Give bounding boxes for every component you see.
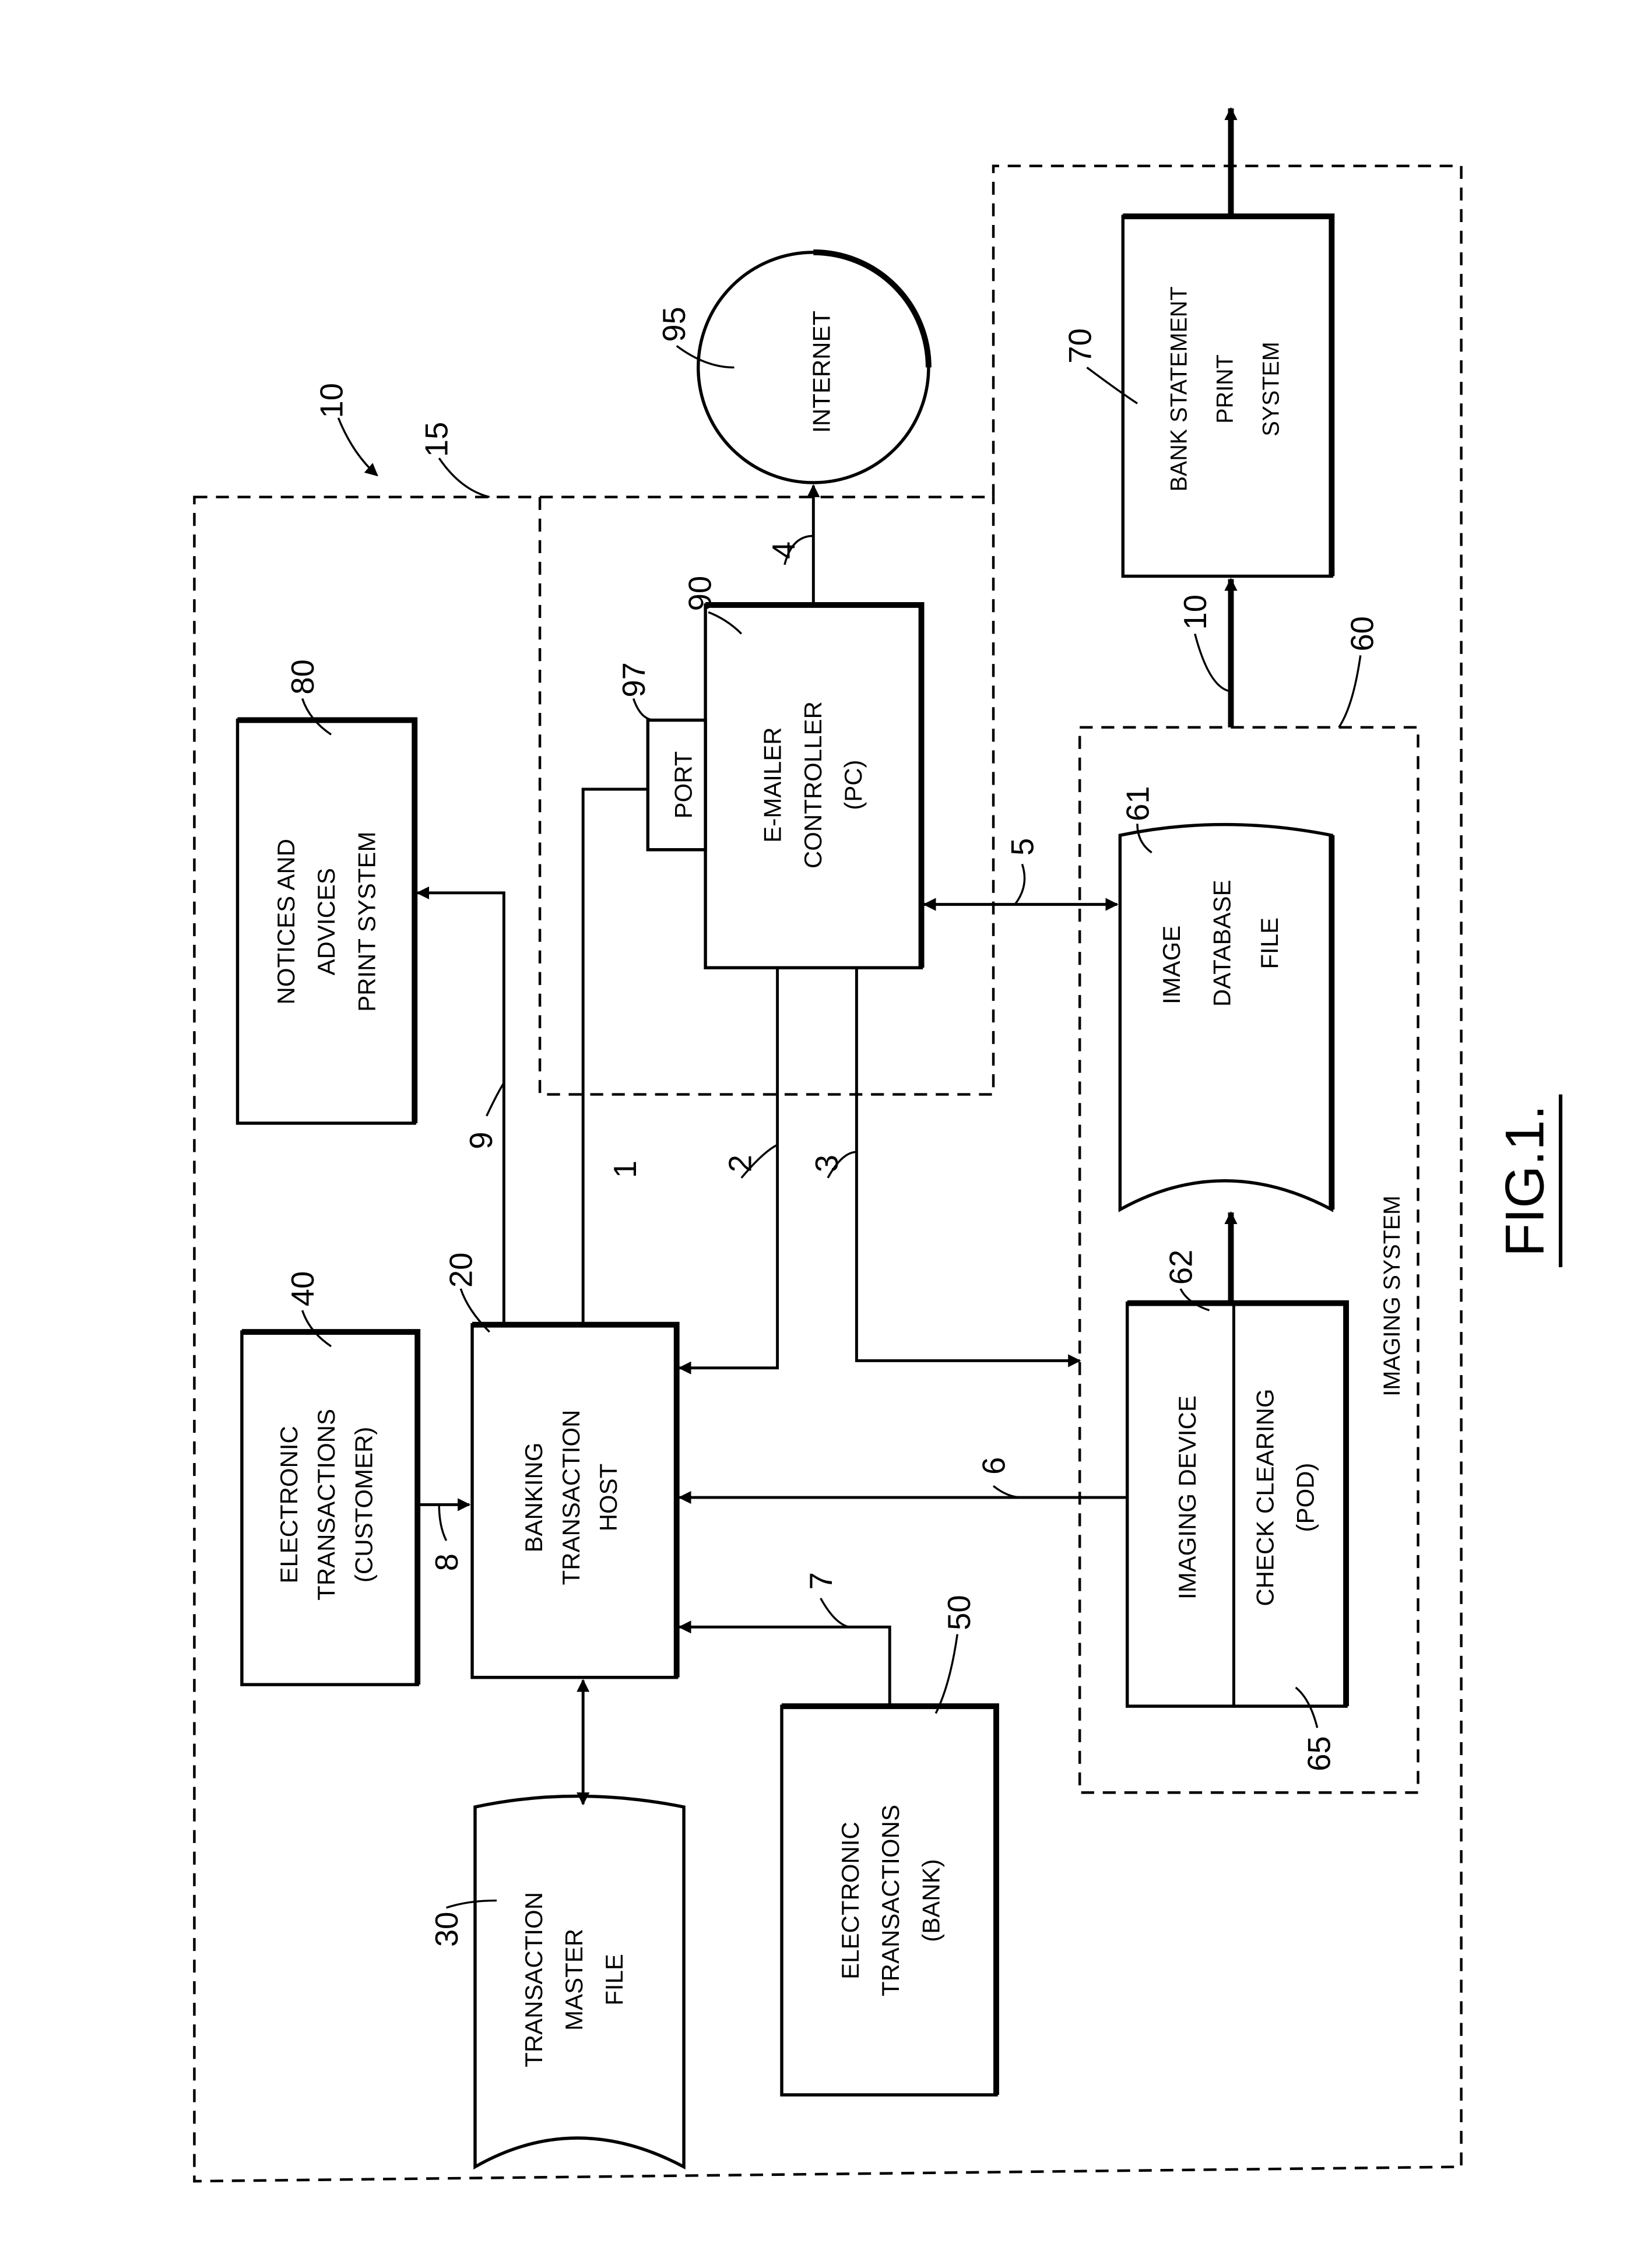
ref-95: 95 — [656, 307, 692, 342]
ref-65: 65 — [1301, 1736, 1337, 1771]
check-clearing-label-line: CHECK CLEARING — [1251, 1389, 1278, 1606]
controller-label-line: (PC) — [839, 759, 867, 810]
statement-label-line: PRINT — [1213, 354, 1238, 424]
link-1 — [583, 789, 648, 1325]
ref-2: 2 — [723, 1155, 758, 1172]
link-7 — [680, 1627, 890, 1706]
ref-6: 6 — [976, 1457, 1011, 1475]
master-label-line: TRANSACTION — [520, 1892, 547, 2067]
bank-label-line: ELECTRONIC — [837, 1822, 864, 1979]
ref-8: 8 — [429, 1553, 465, 1571]
host-label-line: TRANSACTION — [557, 1410, 585, 1585]
ref-90: 90 — [683, 576, 718, 611]
ref-3: 3 — [809, 1155, 845, 1172]
ref-50: 50 — [941, 1595, 977, 1630]
ref-30: 30 — [429, 1912, 465, 1947]
bank-label-line: (BANK) — [917, 1859, 944, 1942]
bank-label-line: TRANSACTIONS — [877, 1805, 904, 1996]
imaging-device-label: IMAGING DEVICE — [1173, 1395, 1201, 1599]
controller-label-line: CONTROLLER — [799, 701, 827, 868]
ref-1: 1 — [607, 1161, 643, 1178]
notices-label-line: PRINT SYSTEM — [353, 832, 380, 1012]
ref-40: 40 — [285, 1271, 321, 1306]
imaging-system-label: IMAGING SYSTEM — [1379, 1195, 1405, 1397]
ref-4: 4 — [766, 541, 802, 559]
notices-label-line: NOTICES AND — [272, 839, 300, 1005]
statement-label-line: BANK STATEMENT — [1166, 287, 1192, 492]
ref-10-link: 10 — [1178, 595, 1213, 630]
ref-9: 9 — [463, 1132, 499, 1149]
ref-80: 80 — [285, 659, 321, 694]
internet-label: INTERNET — [808, 311, 835, 433]
host-label-line: HOST — [595, 1464, 622, 1532]
master-label-line: FILE — [600, 1954, 628, 2006]
ref-70: 70 — [1063, 328, 1098, 363]
ref-5: 5 — [1005, 838, 1041, 856]
customer-label-line: TRANSACTIONS — [312, 1409, 340, 1601]
port-label: PORT — [670, 751, 697, 819]
ref-97: 97 — [616, 662, 652, 697]
ref-20: 20 — [444, 1253, 479, 1288]
host-label-line: BANKING — [520, 1443, 547, 1553]
notices-label-line: ADVICES — [312, 868, 340, 975]
ref-15: 15 — [419, 422, 455, 457]
customer-label-line: (CUSTOMER) — [350, 1427, 377, 1583]
master-label-line: MASTER — [560, 1929, 588, 2031]
ref-60: 60 — [1345, 616, 1380, 651]
ref-7: 7 — [803, 1572, 839, 1590]
ref-10: 10 — [314, 383, 349, 418]
ref-61: 61 — [1120, 786, 1155, 821]
customer-label-line: ELECTRONIC — [275, 1426, 303, 1584]
statement-label-line: SYSTEM — [1259, 342, 1284, 436]
controller-label-line: E-MAILER — [759, 727, 786, 843]
check-clearing-label-line: (POD) — [1291, 1463, 1319, 1532]
figure-label: FIG.1. — [1494, 1105, 1555, 1257]
imagedb-label-line: DATABASE — [1208, 880, 1235, 1007]
imagedb-label-line: IMAGE — [1158, 926, 1185, 1004]
ref-62: 62 — [1163, 1250, 1199, 1285]
imagedb-label-line: FILE — [1256, 917, 1283, 969]
link-3 — [856, 968, 1080, 1360]
